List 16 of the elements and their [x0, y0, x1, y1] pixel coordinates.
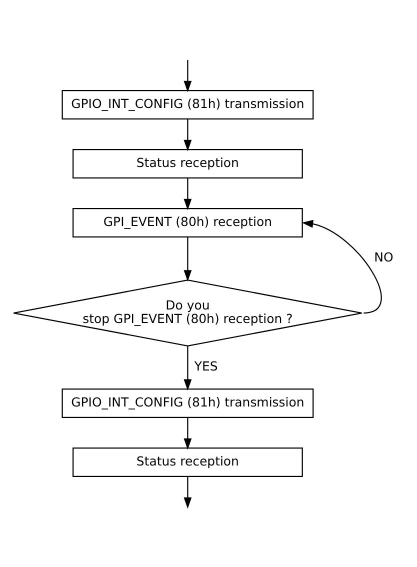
- node-box: Status reception: [72, 448, 302, 477]
- arrow: [183, 346, 192, 391]
- arrow: [183, 476, 192, 509]
- node-box: Status reception: [72, 149, 302, 179]
- node-diamond: Do you stop GPI_EVENT (80h) reception ?: [12, 280, 362, 346]
- node-box: GPI_EVENT (80h) reception: [72, 208, 302, 238]
- arrow: [301, 220, 382, 314]
- arrow: [183, 418, 192, 450]
- node-box: GPIO_INT_CONFIG (81h) transmission: [61, 388, 314, 418]
- arrow: [183, 237, 192, 282]
- edge-label: YES: [194, 358, 218, 374]
- edge-label: NO: [374, 250, 393, 265]
- node-box: GPIO_INT_CONFIG (81h) transmission: [61, 90, 314, 120]
- arrow: [183, 60, 192, 92]
- arrow: [183, 178, 192, 210]
- arrow: [183, 119, 192, 152]
